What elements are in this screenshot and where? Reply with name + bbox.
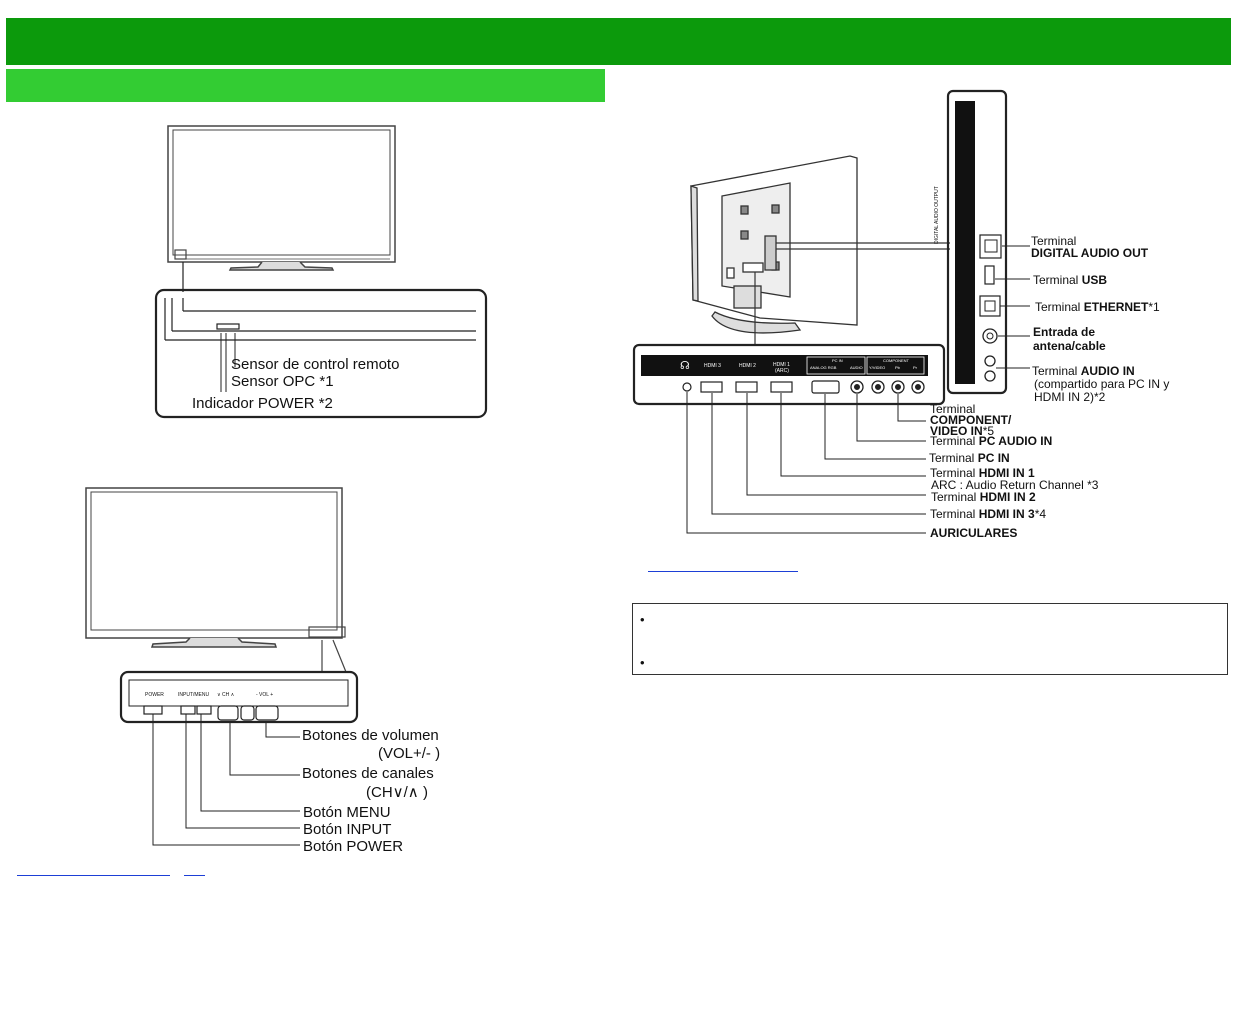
label-headphones: AURICULARES	[930, 526, 1018, 540]
label-audio-in: Terminal AUDIO IN	[1032, 364, 1135, 378]
label-power-button: Botón POWER	[303, 838, 404, 855]
side-panel-zoom	[119, 670, 359, 846]
side-label-usb: USB	[956, 271, 962, 282]
port-label-pb: Pb	[895, 365, 900, 370]
side-label-ethernet: ETHERNET	[956, 289, 962, 316]
rear-tv-illustration	[690, 155, 950, 345]
label-arc-note: ARC : Audio Return Channel *3	[931, 478, 1099, 492]
label-input-button: Botón INPUT	[303, 821, 392, 838]
label-ethernet: Terminal ETHERNET*1	[1035, 300, 1160, 314]
label-volume-buttons: Botones de volumen	[302, 727, 439, 744]
port-label-arc: (ARC)	[775, 368, 789, 374]
label-digital-out: DIGITAL AUDIO OUT	[1031, 246, 1149, 260]
mini-label-input-menu: INPUT/MENU	[178, 692, 210, 698]
label-audio-in-3: HDMI IN 2)*2	[1034, 390, 1106, 404]
front-tv-illustration	[167, 125, 396, 271]
port-label-hdmi3: HDMI 3	[704, 363, 721, 369]
label-antenna-1: Entrada de	[1033, 325, 1096, 339]
note-bullet: •	[640, 612, 645, 627]
side-label-ant-cable: ANT/CABLE	[956, 322, 962, 350]
port-label-component: COMPONENT	[883, 358, 909, 363]
rear-ports-panel	[632, 343, 946, 534]
mini-label-power: POWER	[145, 692, 164, 698]
mini-label-vol: - VOL +	[256, 692, 274, 698]
label-digital-prefix: Terminal	[1031, 234, 1077, 248]
port-label-audio: AUDIO	[850, 365, 863, 370]
side-label-digital: DIGITAL AUDIO OUTPUT	[934, 186, 940, 244]
label-hdmi2: Terminal HDMI IN 2	[931, 490, 1036, 504]
note-bullet: •	[640, 655, 645, 670]
port-label-y-video: Y/VIDEO	[869, 365, 886, 370]
front-panel-zoom	[154, 288, 488, 419]
label-antenna-2: antena/cable	[1033, 339, 1106, 353]
side-link-2[interactable]	[184, 875, 205, 876]
section-header-bar	[6, 69, 605, 102]
label-pc-audio: Terminal PC AUDIO IN	[930, 434, 1053, 448]
label-power-indicator: Indicador POWER *2	[192, 395, 333, 412]
side-tv-illustration	[85, 487, 347, 673]
header-bar	[6, 18, 1231, 65]
notes-box: • •	[632, 603, 1228, 675]
port-label-hdmi2: HDMI 2	[739, 363, 756, 369]
label-audio-in-2: (compartido para PC IN y	[1034, 377, 1170, 391]
label-hdmi3: Terminal HDMI IN 3*4	[930, 507, 1047, 521]
side-link[interactable]	[17, 875, 170, 876]
label-remote-sensor: Sensor de control remoto	[231, 356, 400, 373]
mini-label-ch: ∨ CH ∧	[217, 692, 235, 698]
side-label-audio-in: AUDIO IN	[956, 359, 962, 382]
label-channel-buttons: Botones de canales	[302, 765, 434, 782]
label-menu-button: Botón MENU	[303, 804, 391, 821]
label-hdmi1: Terminal HDMI IN 1	[930, 466, 1035, 480]
label-pc-in: Terminal PC IN	[929, 451, 1010, 465]
headphones-icon: ☊	[680, 360, 690, 372]
side-ports-panel	[946, 89, 1030, 395]
port-label-pc-in: PC IN	[832, 358, 843, 363]
label-component-1: COMPONENT/	[930, 413, 1012, 427]
label-component-prefix: Terminal	[930, 402, 976, 416]
port-label-analog-rgb: ANALOG RGB	[810, 365, 837, 370]
port-label-pr: Pr	[913, 365, 917, 370]
rear-link[interactable]	[648, 571, 798, 572]
label-usb: Terminal USB	[1033, 273, 1108, 287]
label-opc-sensor: Sensor OPC *1	[231, 373, 334, 390]
label-channel-sub: (CH∨/∧ )	[366, 784, 428, 801]
label-volume-sub: (VOL+/- )	[378, 745, 441, 762]
port-label-hdmi1: HDMI 1	[773, 362, 790, 368]
label-component-2: VIDEO IN*5	[930, 424, 995, 438]
